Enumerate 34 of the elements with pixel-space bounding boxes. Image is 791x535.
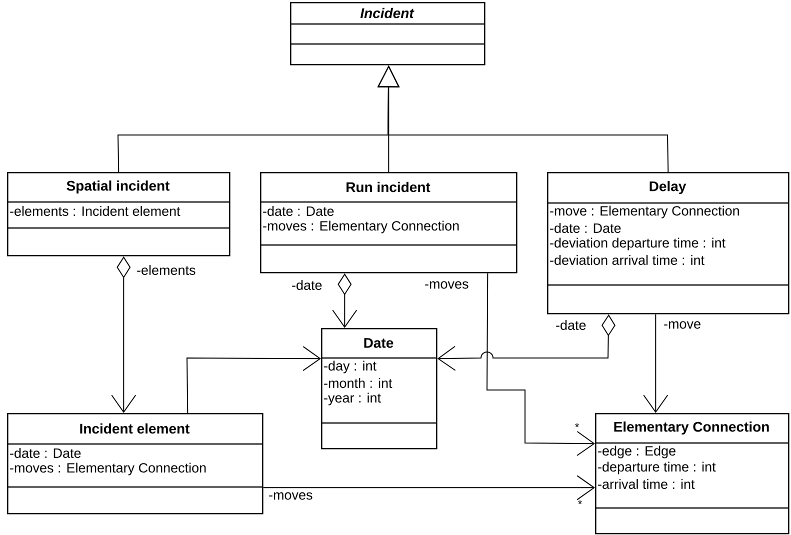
class-name: Delay [650,180,686,194]
class-name: Incident element [80,423,190,434]
association-arrow [186,346,321,414]
class-name: Date [364,338,394,348]
edge-label: -move [662,320,702,330]
attribute-text: -moves : Elementary Connection [10,462,206,476]
attribute-text: -move : Elementary Connection [550,206,739,218]
edge-label: -moves [268,491,314,501]
class-name: Elementary Connection [614,421,769,435]
attribute-text: -elements : Incident element [10,206,180,216]
edge-label: -moves [424,280,470,290]
edge-label: -date [554,319,588,331]
attribute-text: -arrival time : int [598,479,695,489]
attribute-text: -month : int [324,378,392,388]
class-name: Spatial incident [66,180,170,194]
association-arrow [486,272,596,456]
attribute-text: -moves : Elementary Connection [263,220,459,234]
attribute-text: -date : Date [263,206,334,216]
edge-label: -elements [136,264,197,276]
multiplicity: * [578,500,582,504]
attribute-text: -deviation arrival time : int [550,255,704,265]
multiplicity: * [575,423,579,428]
association-arrow [262,475,596,500]
attribute-text: -departure time : int [598,462,716,474]
class-name: Run incident [346,182,430,192]
attribute-text: -edge : Edge [598,446,676,458]
attribute-text: -year : int [324,392,381,406]
attribute-text: -date : Date [550,223,621,233]
attribute-text: -deviation departure time : int [550,238,726,250]
association-arrow [643,314,668,413]
attribute-text: -date : Date [10,448,81,458]
attribute-text: -day : int [324,360,376,374]
class-name: Incident [360,8,414,18]
edge-label: -date [290,279,324,291]
